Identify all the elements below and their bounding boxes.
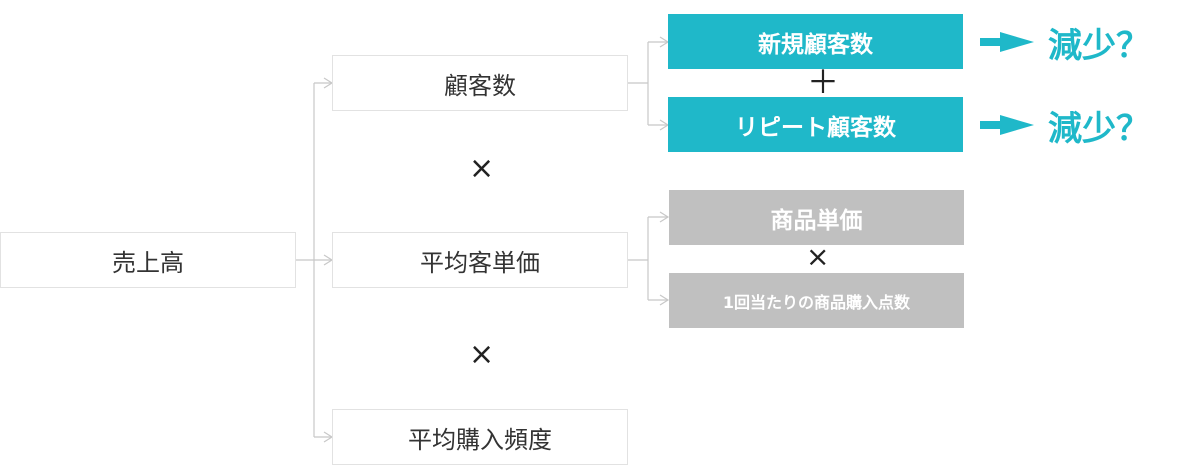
root-label: 売上高 — [112, 248, 184, 277]
node-label: 1回当たりの商品購入点数 — [722, 292, 911, 312]
node-label: リピート顧客数 — [735, 114, 896, 141]
node-customers: 顧客数 — [332, 55, 628, 111]
node-items-per-purchase: 1回当たりの商品購入点数 — [669, 273, 964, 328]
arrow-shaft — [980, 38, 1002, 46]
node-label: 顧客数 — [444, 71, 516, 100]
node-unit-price: 商品単価 — [669, 190, 964, 245]
multiply-operator: × — [469, 151, 495, 186]
multiply-operator: × — [806, 240, 830, 273]
node-label: 平均客単価 — [420, 248, 540, 277]
plus-operator: ＋ — [807, 63, 840, 101]
root-node: 売上高 — [0, 232, 296, 288]
arrow-right-icon — [1000, 32, 1034, 52]
node-repeat-customers: リピート顧客数 — [668, 97, 963, 152]
multiply-operator: × — [469, 337, 495, 372]
node-label: 商品単価 — [770, 207, 863, 234]
node-avg-price: 平均客単価 — [332, 232, 628, 288]
node-new-customers: 新規顧客数 — [668, 14, 963, 69]
result-decrease: 減少？ — [1048, 109, 1150, 149]
arrow-right-icon — [1000, 115, 1034, 135]
node-label: 新規顧客数 — [758, 31, 873, 58]
node-purchase-frequency: 平均購入頻度 — [332, 409, 628, 465]
node-label: 平均購入頻度 — [408, 425, 552, 454]
result-decrease: 減少？ — [1048, 26, 1150, 66]
